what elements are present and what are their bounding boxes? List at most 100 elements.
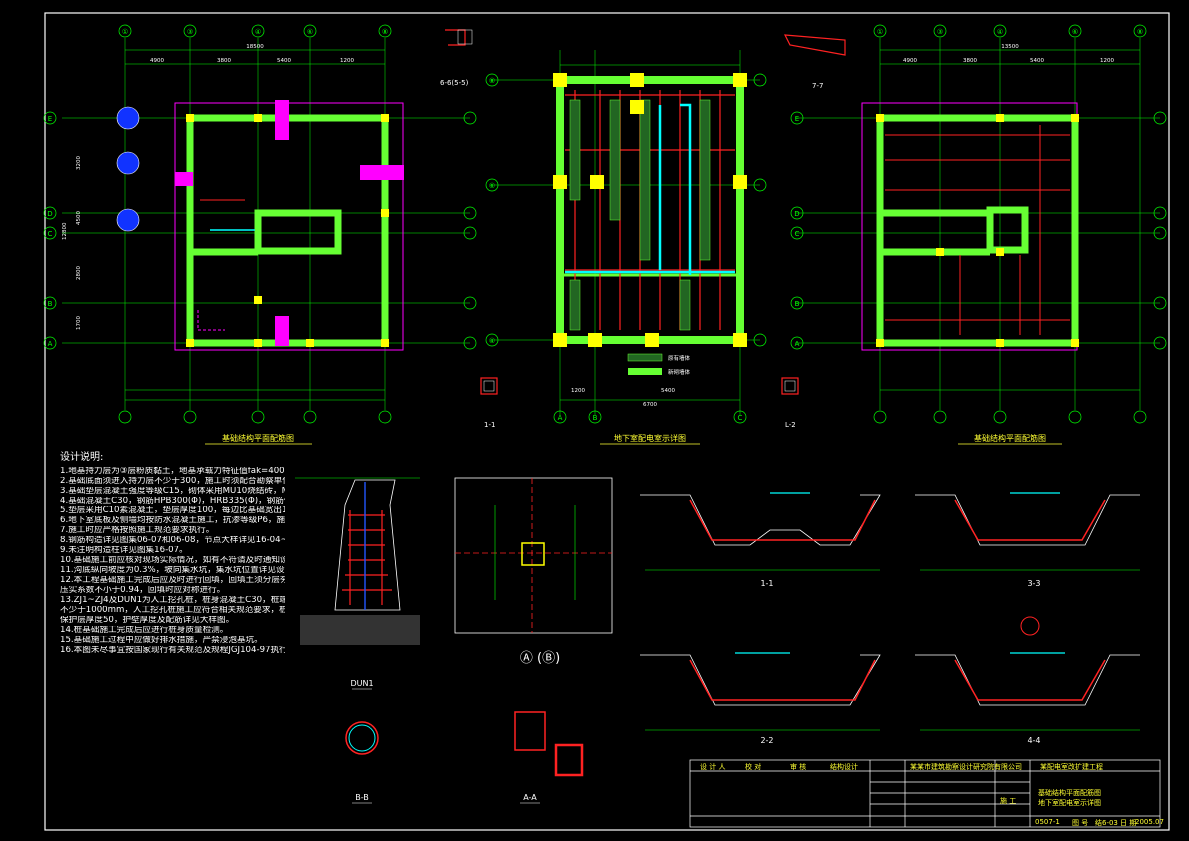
tb-project-no: 0507-1 — [1035, 818, 1060, 826]
trench-2-2-label: 2-2 — [760, 736, 773, 745]
section-l-2-small-label: L-2 — [785, 421, 796, 429]
section-a-a-label: A-A — [523, 793, 537, 802]
title-block-frame — [689, 759, 1161, 828]
design-notes-lines: 1.地基持力层为③层粉质黏土，地基承载力特征值fak=400KPa。2.基础底面… — [60, 467, 285, 656]
design-note-line: 不少于1000mm，人工挖孔桩施工应符合相关规范要求，桩身钢筋 — [60, 606, 285, 616]
tb-checker: 校 对 — [745, 763, 762, 771]
p1-dim-left-2: 4500 — [76, 211, 82, 225]
plan3-title: 基础结构平面配筋图 — [974, 433, 1046, 443]
sheet-border — [44, 12, 1170, 831]
trench-section-3-3: 3-3 — [915, 492, 1140, 588]
column-plan-detail: Ⓐ (Ⓑ) — [454, 477, 613, 666]
p3-dim-total: 13500 — [1001, 44, 1019, 50]
design-note-line: 15.基础施工过程中应做好排水措施，严禁浸泡基坑。 — [60, 636, 263, 646]
design-note-line: 12.本工程基础施工完成后应及时进行回填，回填土须分层夯实， — [60, 576, 285, 586]
p3-dim-seg-4: 1200 — [1100, 58, 1114, 64]
p1-dim-seg-1: 4900 — [150, 58, 164, 64]
tb-drawing-name-2: 地下室配电室示详图 — [1038, 799, 1101, 807]
design-note-line: 16.本图未尽事宜按国家现行有关规范及规程JGJ104-97执行。 — [60, 646, 285, 656]
section-a-a: A-A — [514, 711, 584, 804]
p1-dim-seg-2: 3800 — [217, 58, 231, 64]
design-note-line: 14.桩基础施工完成后应进行桩身质量检测。 — [60, 626, 229, 636]
section-1-1-small: 1-1 — [480, 377, 498, 429]
design-note-line: 压实系数不小于0.94，回填时应对称进行。 — [60, 586, 226, 596]
p3-axis-left-5: A — [795, 340, 800, 348]
section-7-7-label: 7-7 — [812, 82, 823, 90]
design-note-line: 2.基础底面须进入持力层不少于300，施工时须配合勘察单位验槽。 — [60, 476, 285, 486]
p2-axis-bottom-2: B — [593, 414, 598, 422]
design-note-line: 8.钢筋构造详见图集06-07和06-08，节点大样详见16-04~16-06。 — [60, 536, 285, 546]
plan1-foundation-layout: ① ③ ④ ⑥ ⑧ E D C B A 18500 4900 3800 5400… — [43, 24, 477, 445]
p1-dim-left-4: 1700 — [76, 316, 82, 330]
design-note-line: 5.垫层采用C10素混凝土，垫层厚度100，每边比基础宽出100。 — [60, 506, 285, 516]
section-6-6: 6-6(5-5) — [440, 29, 473, 87]
legend-new-wall: 新砌墙体 — [668, 368, 691, 376]
plan2-title: 地下室配电室示详图 — [614, 433, 686, 443]
pile-marker-3 — [116, 208, 140, 232]
trench-section-4-4: 4-4 — [915, 616, 1140, 745]
tb-sheet-no-label: 图 号 — [1072, 819, 1089, 827]
section-6-6-label: 6-6(5-5) — [440, 79, 469, 87]
design-note-line: 保护层厚度50，护壁厚度及配筋详见大样图。 — [60, 616, 235, 626]
title-block: 设 计 人 校 对 审 核 结构设计 某某市建筑勘察设计研究院有限公司 某配电室… — [690, 760, 1164, 827]
section-b-b-label: B-B — [355, 793, 369, 802]
design-notes: 设计说明: 1.地基持力层为③层粉质黏土，地基承载力特征值fak=400KPa。… — [60, 452, 285, 656]
p1-dim-seg-4: 1200 — [340, 58, 354, 64]
section-l-2-small: L-2 — [781, 377, 799, 429]
p1-dim-left-total: 12800 — [62, 222, 68, 240]
p2-dim-seg-1: 1200 — [571, 388, 585, 394]
p2-axis-left-3: ④ — [489, 337, 495, 345]
trench-4-4-label: 4-4 — [1027, 736, 1040, 745]
p3-dim-seg-3: 5400 — [1030, 58, 1044, 64]
design-note-line: 3.基础垫层混凝土强度等级C15，砌体采用MU10烧结砖，M5.0水泥砂浆砌筑。 — [60, 486, 285, 496]
tb-phase: 施 工 — [1000, 797, 1017, 805]
p1-axis-top-2: ③ — [187, 28, 193, 36]
p3-axis-left-2: D — [794, 210, 799, 218]
pile-marker-2 — [116, 151, 140, 175]
tb-sheet-no: 结6-03 — [1095, 819, 1118, 827]
trench-3-3-label: 3-3 — [1027, 579, 1040, 588]
axis-a-b-note: Ⓐ (Ⓑ) — [520, 651, 560, 666]
tb-date-label: 日 期 — [1120, 819, 1137, 827]
design-note-line: 13.ZJ1~ZJ4及DUN1为人工挖孔桩，桩身混凝土C30，桩端进入③层 — [60, 596, 285, 606]
trench-section-2-2: 2-2 — [640, 652, 881, 745]
p1-dim-seg-3: 5400 — [277, 58, 291, 64]
p1-axis-top-1: ① — [122, 28, 128, 36]
p3-axis-left-4: B — [795, 300, 800, 308]
p1-axis-left-3: C — [48, 230, 53, 238]
p1-axis-left-4: B — [48, 300, 53, 308]
plan1-title: 基础结构平面配筋图 — [222, 433, 294, 443]
design-note-line: 1.地基持力层为③层粉质黏土，地基承载力特征值fak=400KPa。 — [60, 466, 285, 476]
trench-1-1-label: 1-1 — [760, 579, 773, 588]
plan2-basement-detail: A B C ⑧ ⑥ ④ 6700 1200 5400 原有墙体 新砌墙体 地下室… — [485, 50, 767, 445]
design-note-line: 10.基础施工前应核对现场实际情况，如有不符请及时通知设计单位。 — [60, 556, 285, 566]
p3-axis-top-1: ① — [877, 28, 883, 36]
p1-axis-top-5: ⑧ — [382, 28, 388, 36]
design-notes-title: 设计说明: — [60, 452, 104, 463]
design-note-line: 6.地下室底板及侧墙均按防水混凝土施工，抗渗等级P6，施工缝设置止水钢板。 — [60, 516, 285, 526]
p3-axis-top-4: ⑥ — [1072, 28, 1078, 36]
design-note-line: 11.沟底纵向坡度为0.3%，坡向集水坑，集水坑位置详见设备专业图纸。 — [60, 566, 285, 576]
tb-designer: 设 计 人 — [700, 763, 726, 771]
tb-project: 某配电室改扩建工程 — [1040, 763, 1103, 771]
p2-axis-left-1: ⑧ — [489, 77, 495, 85]
design-note-line: 4.基础混凝土C30，钢筋HPB300(Φ)，HRB335(Φ)，钢筋保护层厚度… — [60, 496, 285, 506]
p3-axis-top-5: ⑧ — [1137, 28, 1143, 36]
legend-existing-wall: 原有墙体 — [668, 354, 691, 362]
dun1-label: DUN1 — [350, 679, 373, 688]
design-note-line: 7.施工时应严格按照施工规范要求执行。 — [60, 526, 215, 536]
section-7-7: 7-7 — [783, 34, 846, 90]
p1-axis-left-2: D — [47, 210, 52, 218]
p1-dim-left-3: 2800 — [76, 266, 82, 280]
p1-axis-left-5: A — [48, 340, 53, 348]
p1-axis-top-3: ④ — [255, 28, 261, 36]
tb-date: 2005.07 — [1135, 818, 1164, 826]
p2-dim-total: 6700 — [643, 402, 657, 408]
p1-dim-left-1: 3200 — [76, 156, 82, 170]
p3-dim-seg-1: 4900 — [903, 58, 917, 64]
p2-axis-bottom-3: C — [738, 414, 743, 422]
trench-section-1-1: 1-1 — [640, 492, 881, 588]
pile-marker-1 — [116, 106, 140, 130]
section-b-b: B-B — [345, 721, 379, 804]
